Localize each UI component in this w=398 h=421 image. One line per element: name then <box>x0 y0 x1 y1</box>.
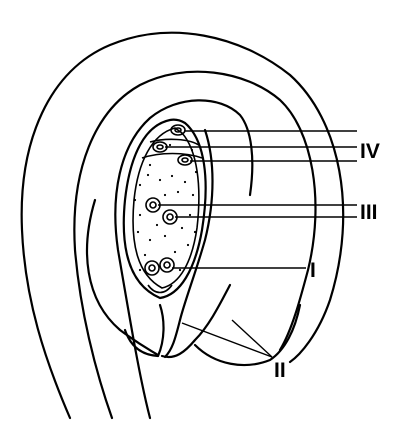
polar-nuclei <box>146 198 177 224</box>
label-iv: IV <box>360 140 380 163</box>
label-ii: II <box>274 359 286 382</box>
cytoplasm-stipple <box>134 144 197 271</box>
label-iii: III <box>360 201 378 224</box>
micropyle-left-lobe <box>125 305 164 356</box>
outer-integument-outline <box>22 33 344 418</box>
embryo-sac-inner <box>133 128 199 288</box>
inner-integument-outline <box>115 100 252 418</box>
label-i: I <box>310 259 316 282</box>
